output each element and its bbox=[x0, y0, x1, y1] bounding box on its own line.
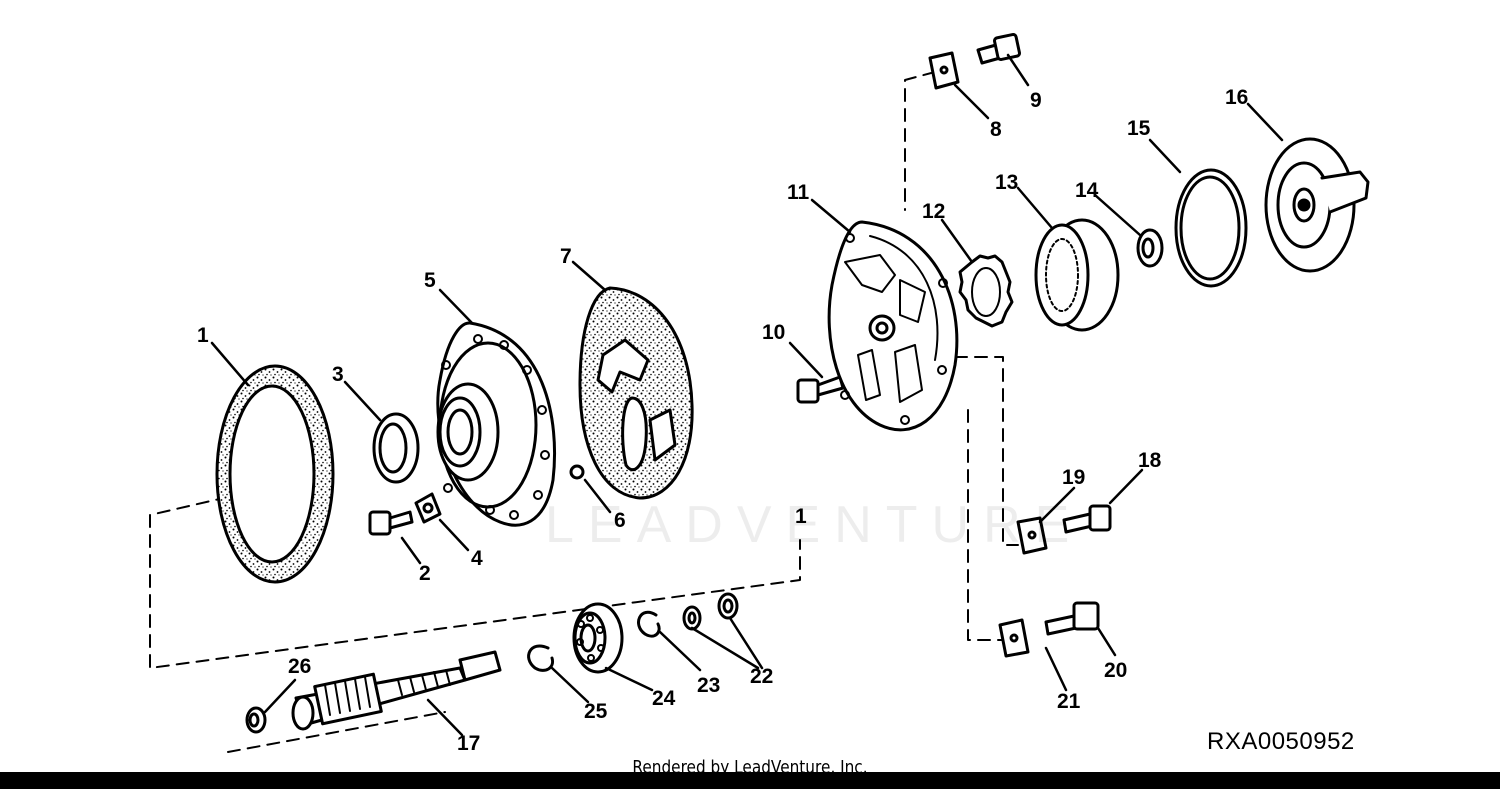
ball-part-6 bbox=[569, 464, 585, 480]
callout-2: 2 bbox=[419, 562, 431, 585]
callout-26: 26 bbox=[288, 655, 312, 678]
callout-1: 1 bbox=[197, 324, 209, 347]
bushing-part-26 bbox=[245, 706, 267, 734]
callout-9: 9 bbox=[1030, 89, 1042, 112]
washer-part-14 bbox=[1136, 228, 1164, 268]
callout-19: 19 bbox=[1062, 466, 1086, 489]
bolt-part-20 bbox=[1044, 601, 1100, 636]
washer-part-8 bbox=[928, 51, 960, 90]
ring-gear-part-13 bbox=[1034, 218, 1120, 332]
callout-4: 4 bbox=[471, 547, 483, 570]
callout-8: 8 bbox=[990, 118, 1002, 141]
callout-5: 5 bbox=[424, 269, 436, 292]
plate-gasket-part-7 bbox=[578, 286, 694, 500]
washer-part-19 bbox=[1016, 516, 1048, 555]
diagram-code: RXA0050952 bbox=[1207, 728, 1355, 755]
footer-bar bbox=[0, 772, 1500, 789]
bolt-part-10 bbox=[796, 375, 845, 404]
callout-22: 22 bbox=[750, 665, 774, 688]
callout-23: 23 bbox=[697, 674, 721, 697]
seal-part-3 bbox=[372, 412, 420, 484]
assembly-lines bbox=[149, 71, 1019, 753]
callout-15: 15 bbox=[1127, 117, 1151, 140]
gear-part-12 bbox=[958, 254, 1014, 328]
callout-7: 7 bbox=[560, 245, 572, 268]
callout-17: 17 bbox=[457, 732, 481, 755]
callout-14: 14 bbox=[1075, 179, 1099, 202]
callout-3: 3 bbox=[332, 363, 344, 386]
bolt-part-9 bbox=[976, 33, 1021, 65]
callout-24: 24 bbox=[652, 687, 676, 710]
callout-11: 11 bbox=[787, 181, 810, 204]
bolt-part-2 bbox=[368, 510, 414, 536]
callout-13: 13 bbox=[995, 171, 1019, 194]
washers-part-22 bbox=[682, 592, 739, 631]
watermark-text: LEADVENTURE bbox=[545, 496, 1084, 554]
cover-part-16 bbox=[1264, 137, 1370, 273]
leader-lines bbox=[210, 53, 1284, 737]
snap-ring-part-23 bbox=[637, 610, 661, 638]
pump-cover-part-11 bbox=[827, 220, 959, 432]
callout-6: 6 bbox=[614, 509, 626, 532]
callout-21: 21 bbox=[1057, 690, 1081, 713]
washer-part-21 bbox=[998, 618, 1030, 658]
callout-1-secondary: 1 bbox=[795, 505, 807, 528]
snap-ring-part-25 bbox=[527, 644, 555, 672]
gasket-part-1 bbox=[215, 364, 335, 584]
shaft-part-17 bbox=[291, 650, 502, 731]
pump-body-part-5 bbox=[436, 321, 557, 527]
callout-25: 25 bbox=[584, 700, 608, 723]
washer-part-4 bbox=[414, 492, 442, 524]
callout-16: 16 bbox=[1225, 86, 1249, 109]
o-ring-part-15 bbox=[1174, 168, 1248, 288]
callout-10: 10 bbox=[762, 321, 786, 344]
bolt-part-18 bbox=[1062, 504, 1112, 534]
callout-12: 12 bbox=[922, 200, 946, 223]
bearing-part-24 bbox=[572, 602, 624, 674]
callout-20: 20 bbox=[1104, 659, 1128, 682]
callout-18: 18 bbox=[1138, 449, 1162, 472]
